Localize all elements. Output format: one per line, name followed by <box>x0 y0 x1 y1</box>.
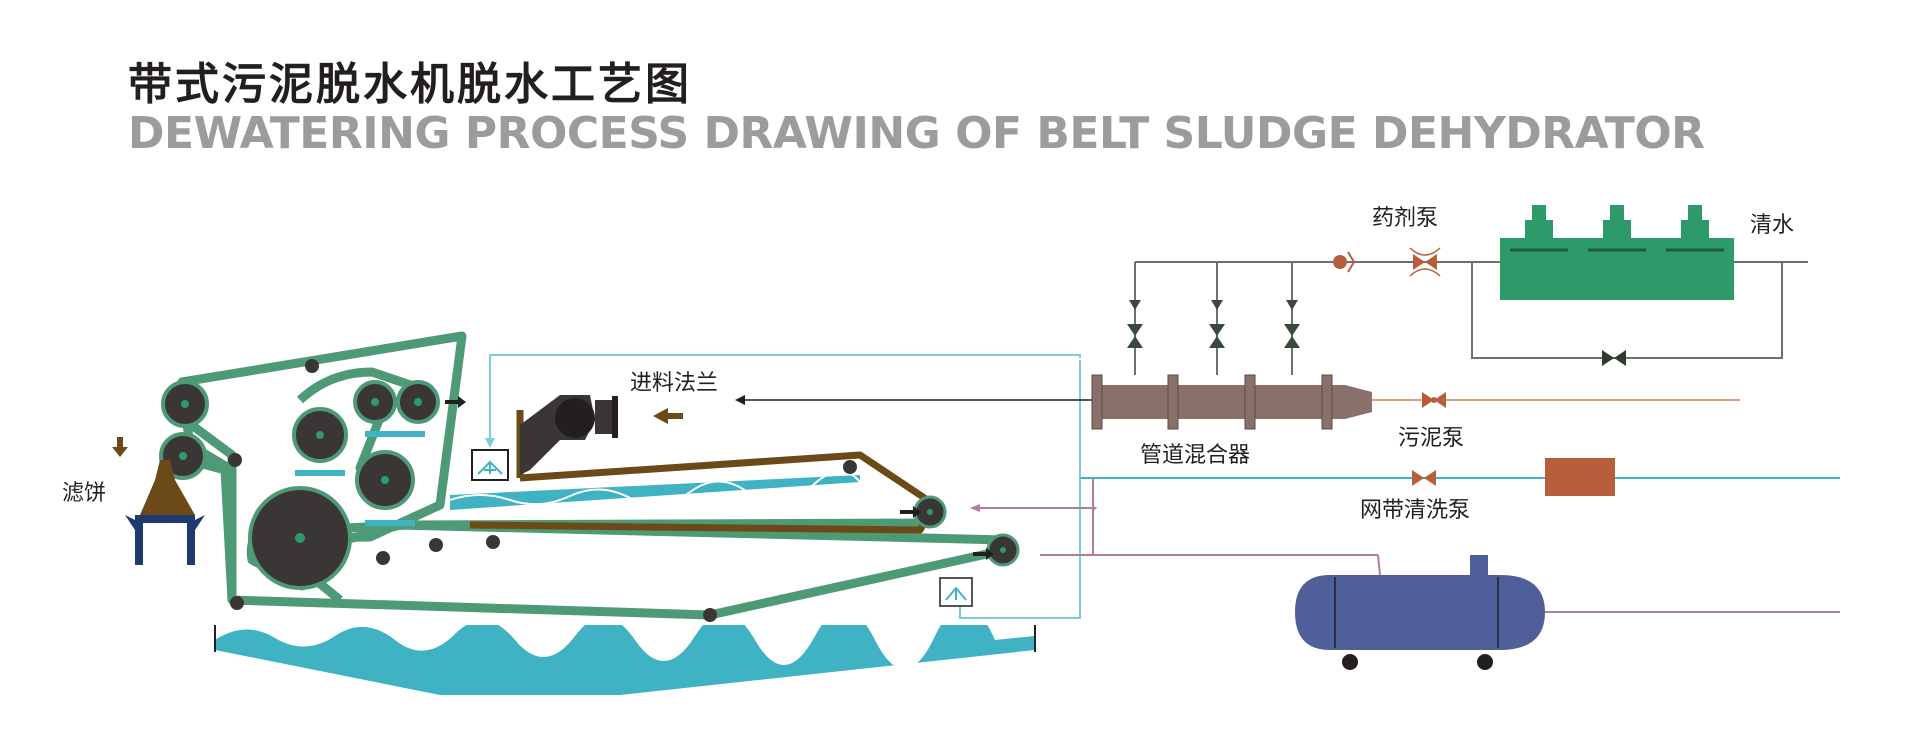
page-title: 带式污泥脱水机脱水工艺图 <box>128 59 692 110</box>
valve-icon <box>1412 470 1436 486</box>
spray-nozzle-icon <box>471 449 973 607</box>
feed-distributor <box>555 398 595 438</box>
drip-tray <box>365 520 415 526</box>
idler-roller <box>228 453 242 467</box>
idler-roller <box>703 608 717 622</box>
feed-flange-label: 进料法兰 <box>630 371 718 396</box>
sludge-pump-label: 污泥泵 <box>1398 426 1464 451</box>
drip-tray <box>365 431 425 437</box>
wash-water-line <box>485 354 1840 619</box>
drip-tray <box>295 470 345 476</box>
valve-icon <box>1127 324 1626 366</box>
idler-roller <box>429 538 443 552</box>
valve-icon <box>1413 254 1437 270</box>
filter-cake <box>125 460 205 565</box>
chemical-pump-label: 药剂泵 <box>1372 206 1438 231</box>
page-subtitle: DEWATERING PROCESS DRAWING OF BELT SLUDG… <box>128 108 1705 159</box>
pipe-mixer-label: 管道混合器 <box>1140 443 1250 468</box>
arrow-icon <box>445 396 994 560</box>
arrow-icon <box>112 437 128 457</box>
pump-icon <box>1500 205 1734 300</box>
idler-roller <box>230 596 244 610</box>
clean-water-label: 清水 <box>1750 213 1794 238</box>
filter-cake-label: 滤饼 <box>62 481 106 506</box>
arrow-icon <box>653 408 683 424</box>
chemical-dosing-pump <box>1333 251 1356 273</box>
air-tank <box>1295 555 1545 670</box>
idler-roller <box>376 551 390 565</box>
pipe-mixer <box>1091 374 1372 430</box>
rollers <box>159 359 1020 622</box>
belt-wash-pump-label: 网带清洗泵 <box>1360 498 1470 523</box>
gravity-zone-water <box>449 470 861 510</box>
feed-chute <box>520 395 618 475</box>
belt-wash-line <box>972 478 1840 613</box>
idler-roller <box>305 359 319 373</box>
idler-roller <box>486 535 500 549</box>
idler-roller <box>843 460 857 474</box>
water-filter <box>1545 458 1615 496</box>
water-tray <box>214 604 1036 695</box>
